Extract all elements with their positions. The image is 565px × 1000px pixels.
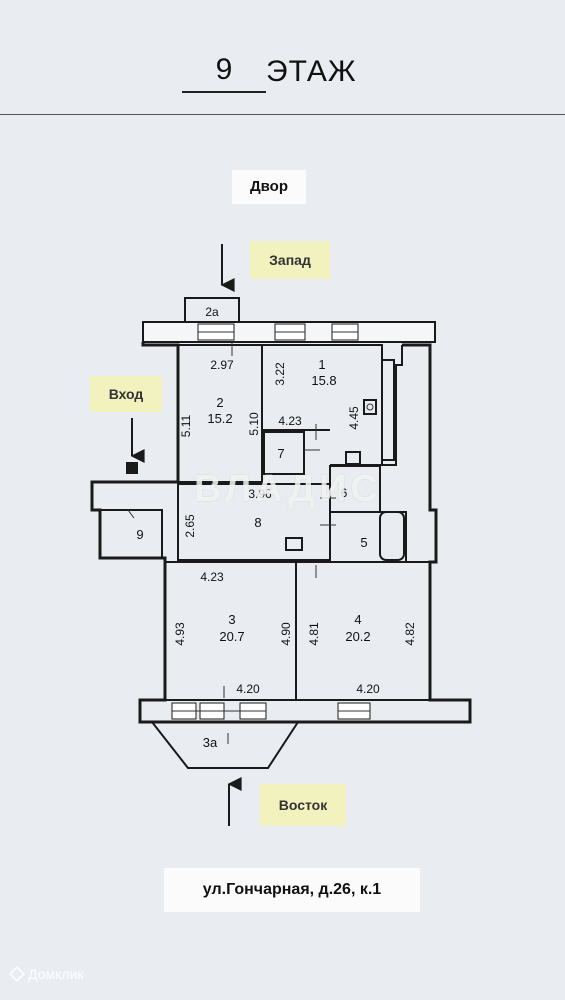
header-divider <box>0 114 565 115</box>
dim-room8-left: 2.65 <box>183 514 197 538</box>
room-label-7: 7 <box>277 446 284 461</box>
room-9 <box>99 509 163 559</box>
room-area-3: 20.7 <box>219 629 244 644</box>
house-icon <box>9 966 25 982</box>
room-label-2: 2 <box>216 395 223 410</box>
room-label-3: 3 <box>228 612 235 627</box>
room-7 <box>263 431 305 475</box>
floor-number-underline <box>182 91 266 93</box>
label-entry: Вход <box>90 376 162 412</box>
label-yard: Двор <box>232 170 306 204</box>
dim-room4-left: 4.81 <box>307 622 321 646</box>
room-label-6: 6 <box>341 486 348 500</box>
riser-shaft <box>381 359 395 461</box>
dim-room2-top: 2.97 <box>210 358 234 372</box>
brand-text: Домклик <box>28 966 84 982</box>
brand-mark: Домклик <box>9 966 84 982</box>
watermark: ВЛАДИС <box>194 468 382 510</box>
room-label-9: 9 <box>136 527 143 542</box>
room-label-4: 4 <box>354 612 361 627</box>
dim-room4-bottom: 4.20 <box>356 682 380 696</box>
label-address: ул.Гончарная, д.26, к.1 <box>164 868 420 912</box>
label-west: Запад <box>250 241 330 279</box>
dim-room4-right: 4.82 <box>403 622 417 646</box>
room-5 <box>329 511 407 563</box>
dim-room2-left: 5.11 <box>179 414 193 437</box>
room-4 <box>295 561 431 701</box>
room-area-4: 20.2 <box>345 629 370 644</box>
outer-wall <box>90 342 472 724</box>
room-area-2: 15.2 <box>207 411 232 426</box>
floor-word: ЭТАЖ <box>266 55 357 88</box>
room-2 <box>177 344 263 483</box>
room-label-3a: 3a <box>203 735 218 750</box>
room-label-1: 1 <box>318 357 325 372</box>
bay-3a <box>149 721 300 769</box>
dim-room8-bottom: 4.23 <box>200 570 224 584</box>
room-label-5: 5 <box>360 535 367 550</box>
floor-number: 9 <box>215 53 233 86</box>
dim-room2-right: 5.10 <box>247 412 261 436</box>
label-east: Восток <box>260 784 346 826</box>
dim-room3-left: 4.93 <box>173 622 187 646</box>
room-label-8: 8 <box>254 515 261 530</box>
bathtub <box>379 511 405 561</box>
dim-room8-top: 3.96 <box>248 487 272 501</box>
dim-room1-right: 4.45 <box>347 406 361 430</box>
dim-room3-right: 4.90 <box>279 622 293 646</box>
dim-room3-bottom: 4.20 <box>236 682 260 696</box>
dim-extra: 4.23 <box>278 414 302 428</box>
room-area-1: 15.8 <box>311 373 336 388</box>
room-label-2a: 2a <box>205 305 219 319</box>
dim-room1-left: 3.22 <box>273 362 287 386</box>
